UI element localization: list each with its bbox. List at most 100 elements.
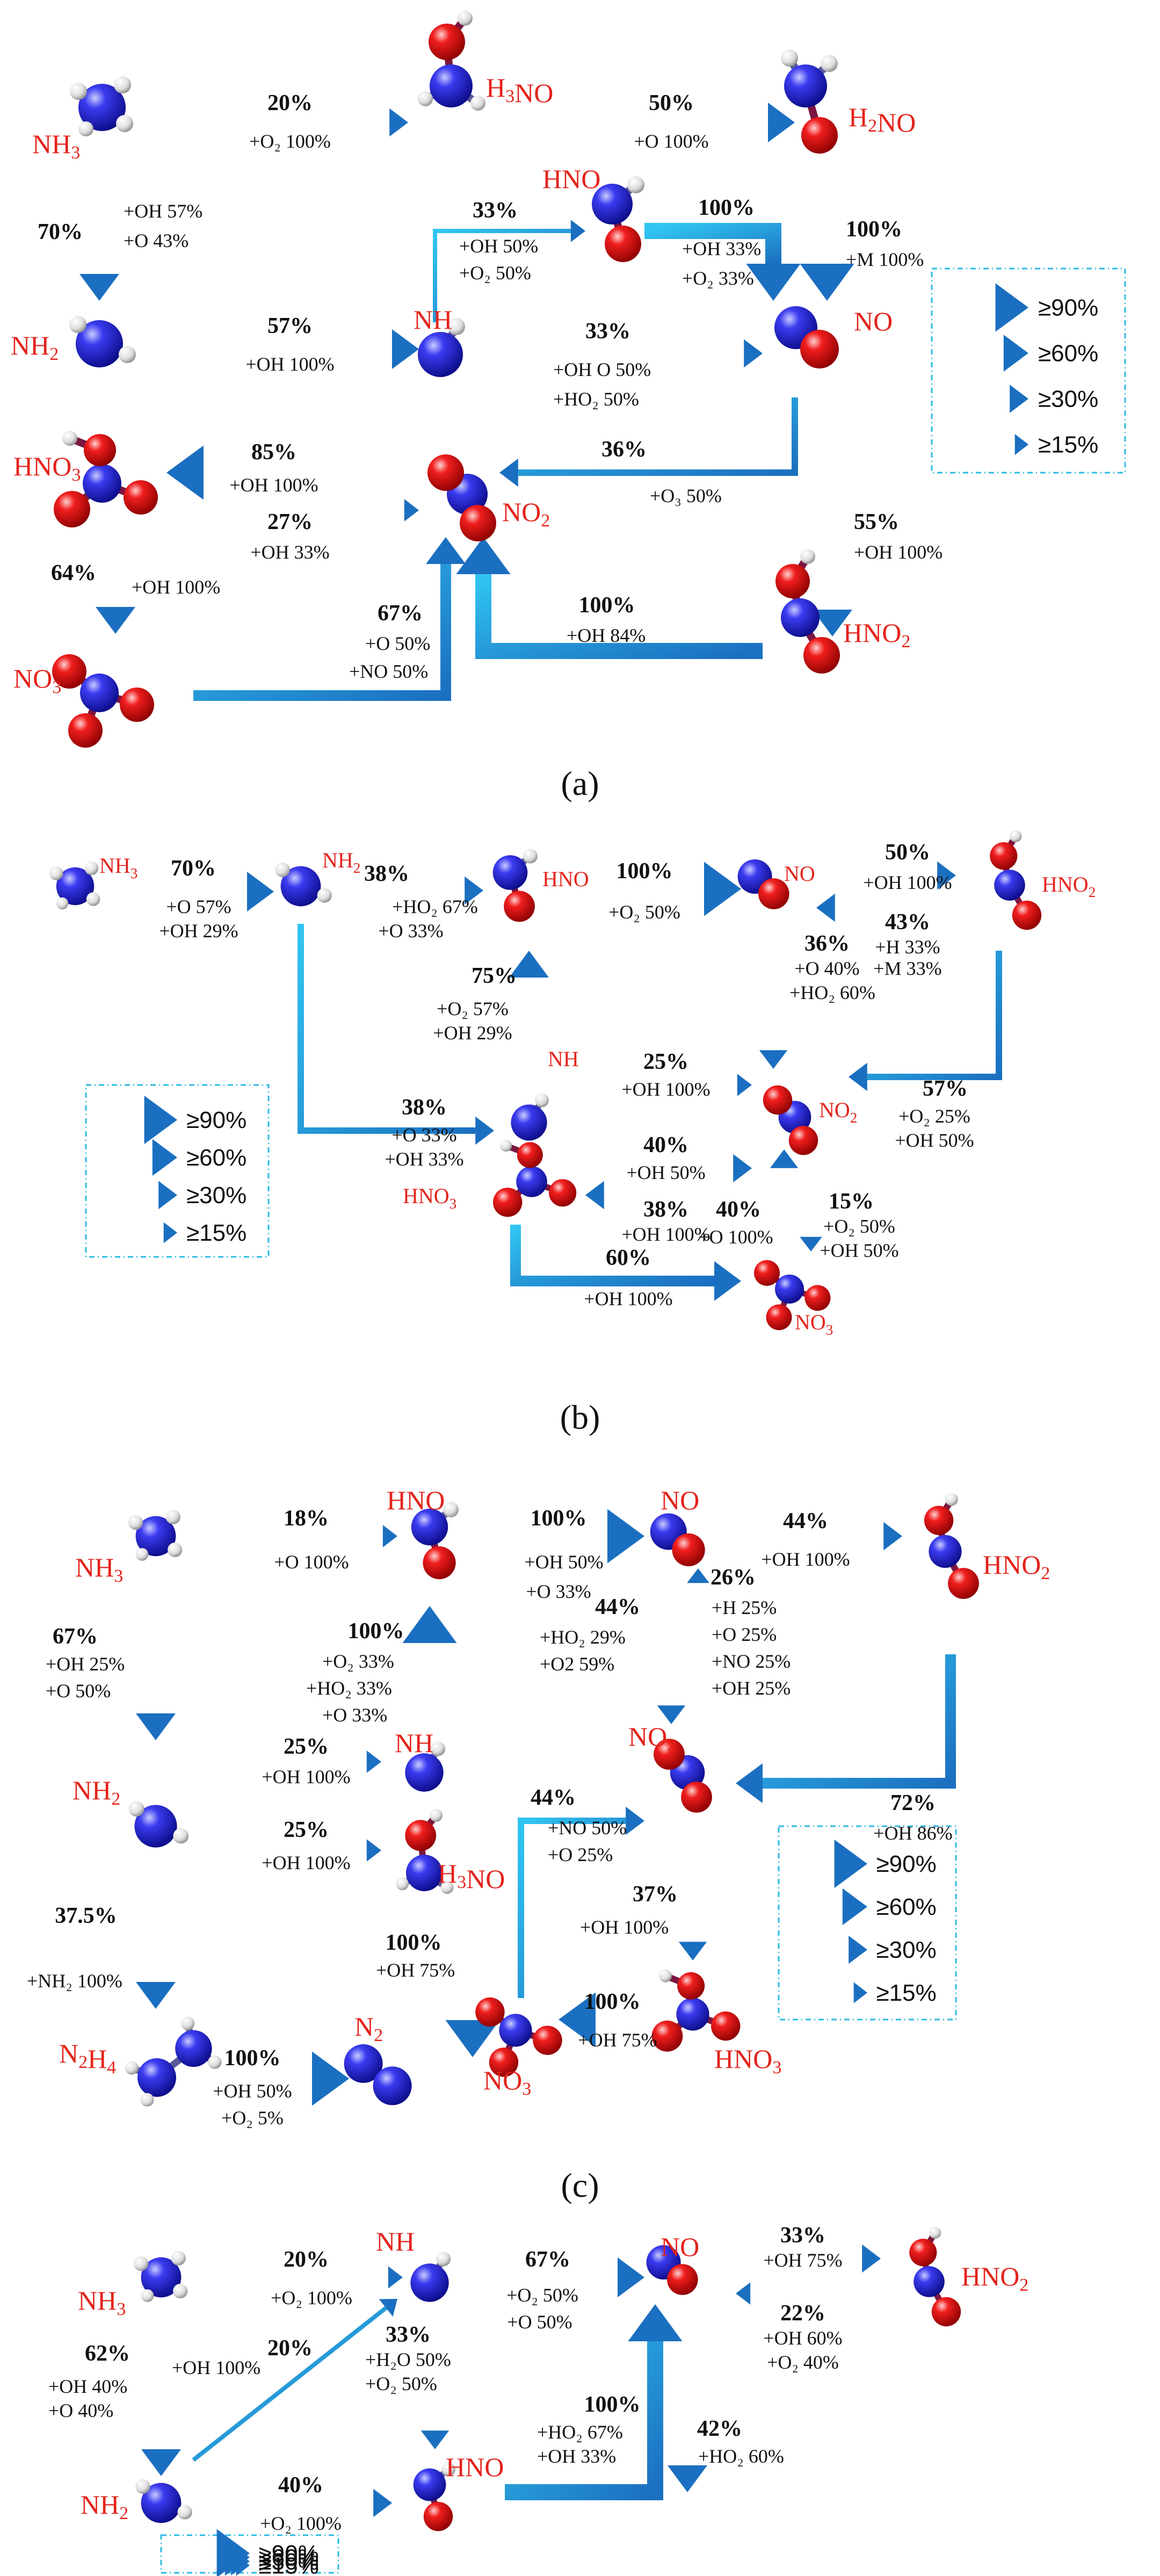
species-label-hno2: HNO2 (1042, 872, 1096, 900)
reaction-partner-label: +O₂ 100% (260, 2513, 342, 2534)
reaction-partner-label: +OH 50% (459, 235, 538, 257)
reaction-partner-label: +O₂ 100% (249, 131, 331, 152)
branching-percentage: 70% (38, 220, 83, 244)
no-molecule (737, 859, 789, 909)
reaction-partner-label: +O 50% (507, 2311, 572, 2333)
panel-caption-c: (c) (561, 2166, 599, 2204)
species-label-h3no: H3NO (438, 1858, 505, 1894)
reaction-partner-label: +O 33% (392, 1124, 456, 1146)
pathway-arrow (192, 2299, 397, 2462)
pathway-arrow (79, 161, 119, 301)
pathway-arrow (736, 2282, 881, 2305)
pathway-arrow (678, 1826, 707, 1960)
reaction-partner-label: +OH 25% (46, 1653, 125, 1675)
branching-percentage: 100% (698, 196, 755, 220)
reaction-partner-label: +OH 100% (580, 1916, 669, 1938)
nh3-molecule (49, 861, 100, 910)
legend-label: ≥90% (1038, 295, 1098, 321)
branching-percentage: 50% (885, 840, 930, 865)
branching-percentage: 33% (585, 319, 630, 344)
pathway-arrow (736, 1522, 902, 1551)
branching-percentage: 43% (885, 910, 930, 935)
branching-percentage: 100% (584, 1989, 641, 2014)
no3-molecule (754, 1260, 831, 1330)
reaction-partner-label: +OH 50% (626, 1162, 705, 1183)
legend-arrow (107, 1095, 177, 1145)
reaction-partner-label: +O 33% (526, 1581, 591, 1602)
nh2-molecule (135, 2479, 192, 2523)
reaction-partner-label: +O 25% (712, 1624, 777, 1645)
no-molecule (646, 2245, 698, 2295)
hno2-molecule (775, 549, 840, 674)
pathway-arrow (193, 537, 466, 701)
reaction-partner-label: +OH O 50% (553, 359, 651, 380)
nh3-molecule (134, 2251, 188, 2302)
no3-molecule (52, 654, 154, 748)
branching-percentage: 55% (854, 510, 899, 534)
reaction-partner-label: +O₂ 50% (823, 1215, 895, 1237)
pathway-arrow (509, 951, 549, 1096)
reaction-partner-label: +O 50% (365, 633, 430, 654)
pathway-arrow (518, 1806, 644, 1998)
legend-label: ≥90% (186, 1107, 247, 1133)
pathway-arrow (816, 861, 956, 890)
legend-arrow (107, 1222, 177, 1243)
reaction-partner-label: +OH 25% (712, 1677, 791, 1699)
legend-arrow (800, 1888, 867, 1926)
hno3-molecule (54, 431, 158, 527)
branching-percentage: 100% (579, 593, 635, 618)
branching-percentage: 25% (643, 1050, 688, 1074)
branching-percentage: 100% (846, 217, 902, 242)
branching-percentage: 40% (716, 1197, 761, 1222)
pathway-arrow (580, 1154, 752, 1183)
reaction-partner-label: +NO 25% (712, 1651, 791, 1672)
pathway-arrow (220, 1750, 381, 1773)
branching-percentage: 36% (804, 931, 850, 956)
reaction-partner-label: +OH 33% (385, 1148, 463, 1170)
reaction-partner-label: +NO 50% (548, 1817, 627, 1839)
reaction-partner-label: +O 33% (378, 920, 443, 942)
species-label-nh: NH (414, 305, 452, 335)
reaction-partner-label: +OH 75% (578, 2029, 657, 2051)
pathway-arrow (473, 1509, 644, 1564)
species-label-n2: N2 (354, 2011, 383, 2045)
pathway-arrow (209, 2051, 349, 2106)
pathway-arrow (736, 1654, 956, 1803)
branching-percentage: 64% (51, 561, 96, 585)
pathway-arrow (510, 1225, 741, 1301)
species-label-h3no: H3NO (486, 73, 553, 108)
reaction-partner-label: +H 33% (875, 936, 940, 958)
legend-label: ≥60% (1038, 341, 1098, 367)
hno3-molecule (651, 1969, 741, 2052)
branching-percentage: 33% (386, 2322, 431, 2347)
legend-label: ≥15% (1038, 432, 1098, 458)
reaction-partner-label: +O 33% (322, 1704, 387, 1726)
reaction-partner-label: +O₂ 100% (271, 2287, 352, 2309)
legend-label: ≥30% (1038, 386, 1098, 413)
species-label-nh2: NH2 (322, 848, 360, 876)
branching-percentage: 22% (780, 2301, 825, 2326)
hno-molecule (592, 176, 644, 262)
species-label-hno: HNO (542, 164, 600, 194)
reaction-partner-label: +O₂ 57% (437, 998, 509, 1019)
hno2-molecule (909, 2226, 961, 2327)
species-label-nh: NH (395, 1728, 433, 1758)
legend-arrow (107, 1139, 177, 1176)
reaction-partner-label: +NH₂ 100% (27, 1970, 122, 1992)
branching-percentage: 37.5% (55, 1904, 117, 1928)
pathway-arrow (172, 329, 419, 369)
legend-label: ≥60% (186, 1145, 247, 1171)
pathway-arrow (505, 2304, 683, 2500)
branching-percentage: 18% (284, 1506, 329, 1531)
branching-percentage: 67% (525, 2247, 570, 2272)
reaction-partner-label: +OH 60% (763, 2327, 842, 2349)
nh-molecule (511, 1093, 549, 1141)
pathway-arrow (668, 2310, 707, 2492)
reaction-partner-label: +HO₂ 67% (537, 2421, 623, 2443)
nh-molecule (405, 1741, 446, 1792)
reaction-partner-label: +OH 100% (229, 474, 318, 496)
nh2-molecule (275, 862, 332, 907)
legend-arrow (800, 1935, 867, 1964)
reaction-partner-label: +OH 100% (621, 1224, 710, 1245)
nh-molecule (418, 318, 465, 377)
